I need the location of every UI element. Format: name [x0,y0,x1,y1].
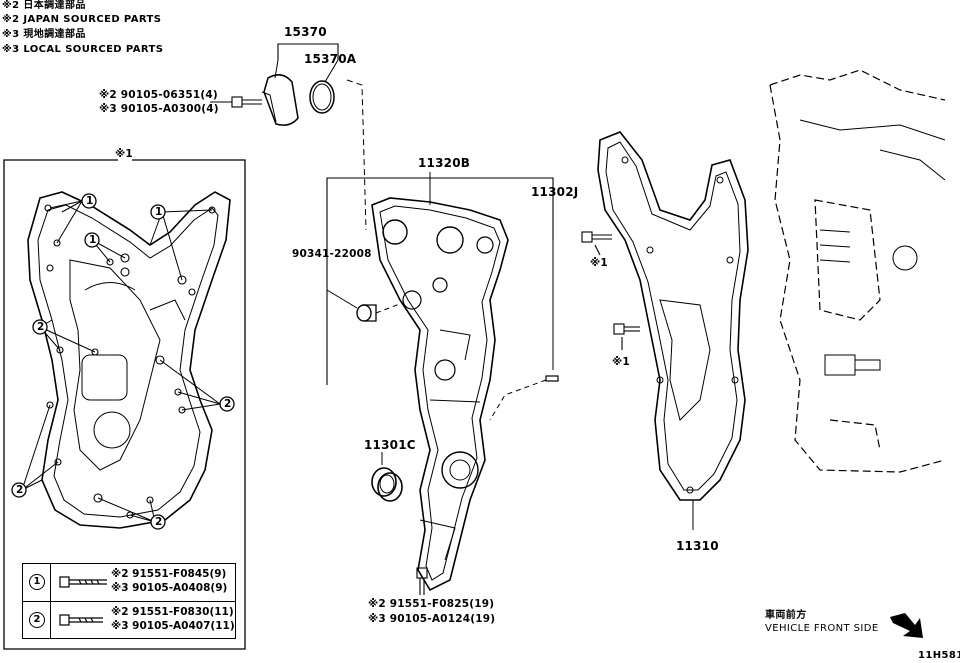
inset-ref-2b: 2 [224,398,232,410]
housing-15370 [261,43,339,126]
note-local-jp: ※3 現地調達部品 [2,29,86,40]
legend-row-1-japan[interactable]: ※2 91551-F0845(9) [111,568,227,580]
direction-label-jp: 車両前方 [765,610,807,621]
callout-bolt-bottom-japan[interactable]: ※2 91551-F0825(19) [368,598,495,610]
engine-block-details [799,119,946,376]
inset-leader-lines [21,200,221,523]
direction-label-en: VEHICLE FRONT SIDE [765,623,879,634]
inset-ref-1a: 1 [86,195,94,207]
callout-15370[interactable]: 15370 [284,25,327,39]
inset-box [3,159,246,650]
legend-row-2-japan[interactable]: ※2 91551-F0830(11) [111,606,234,618]
callout-11310[interactable]: 11310 [676,539,719,553]
engine-block-outline [769,69,946,473]
mark1-label-a: ※1 [590,257,608,269]
pin-11302j [489,178,559,421]
diagram-id: 11H581 [918,650,960,661]
legend-row-2-local[interactable]: ※3 90105-A0407(11) [111,620,235,632]
legend-ref-1: 1 [29,574,45,590]
inset-ref-1c: 1 [155,206,163,218]
bolt-icon [59,614,103,626]
direction-arrow [890,613,923,638]
callout-bolt-top-japan[interactable]: ※2 90105-06351(4) [99,89,218,101]
callout-11301c[interactable]: 11301C [364,438,416,452]
legend-row-1-local[interactable]: ※3 90105-A0408(9) [111,582,228,594]
note-japan-jp: ※2 日本調達部品 [2,0,86,11]
plug-90341 [326,250,403,322]
inset-ref-2c: 2 [16,484,24,496]
callout-15370a[interactable]: 15370A [304,52,357,66]
gasket-11310 [597,131,749,530]
bolt-mark1-a [581,231,612,256]
callout-11302j[interactable]: 11302J [531,185,579,199]
bolt-legend-table: 1 ※2 91551-F0845(9) ※3 90105-A0408(9) 2 … [22,563,236,639]
callout-11320b[interactable]: 11320B [418,156,471,170]
legend-ref-2: 2 [29,612,45,628]
seal-11301c [371,452,403,502]
legend-row-1: 1 ※2 91551-F0845(9) ※3 90105-A0408(9) [23,564,235,601]
callout-90341[interactable]: 90341-22008 [292,248,372,260]
bolt-mark1-b [613,323,640,350]
bolt-bottom [416,567,428,595]
inset-ref-2a: 2 [37,321,45,333]
dashed-alignment-line [346,79,367,231]
note-japan-en: ※2 JAPAN SOURCED PARTS [2,14,162,25]
mark1-label-b: ※1 [612,356,630,368]
bolt-top [210,96,262,108]
legend-row-2: 2 ※2 91551-F0830(11) ※3 90105-A0407(11) [23,601,235,639]
note-local-en: ※3 LOCAL SOURCED PARTS [2,44,164,55]
bolt-icon [59,576,107,588]
timing-cover-11320b [326,172,554,592]
inset-title: ※1 [115,148,133,160]
callout-bolt-top-local[interactable]: ※3 90105-A0300(4) [99,103,219,115]
inset-ref-1b: 1 [89,234,97,246]
inset-ref-2d: 2 [155,516,163,528]
callout-bolt-bottom-local[interactable]: ※3 90105-A0124(19) [368,613,496,625]
inset-bolt-holes [44,204,216,519]
